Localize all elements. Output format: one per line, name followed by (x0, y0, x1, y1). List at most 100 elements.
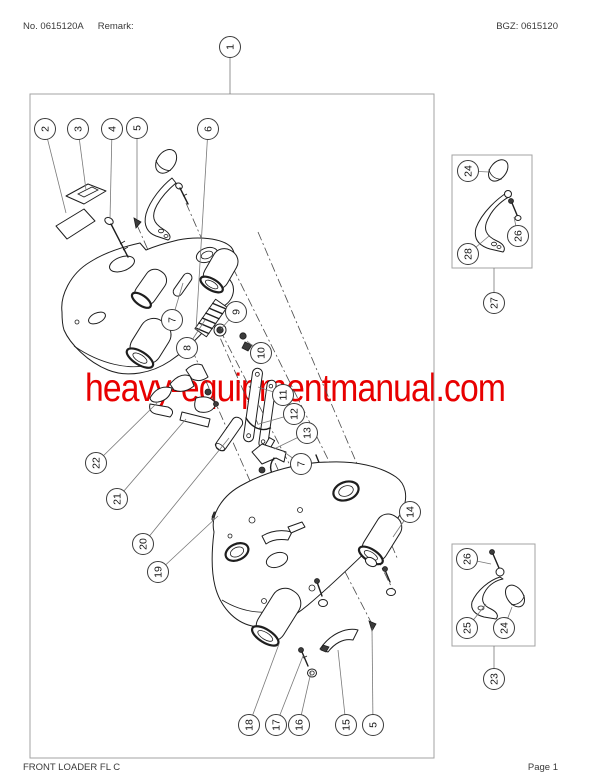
part-spring (194, 298, 228, 338)
leader-line-19 (157, 515, 219, 573)
svg-text:7: 7 (296, 461, 308, 467)
svg-text:19: 19 (153, 566, 165, 578)
part-shim-plate (55, 208, 96, 240)
svg-text:14: 14 (405, 506, 417, 518)
part-lever-flat (179, 411, 211, 428)
callout-5: 5 (126, 117, 148, 139)
callout-23: 23 (483, 668, 505, 690)
part-setscrew-top (133, 217, 142, 229)
leader-line-5 (371, 627, 374, 726)
svg-text:21: 21 (112, 493, 124, 505)
leader-line-2 (44, 128, 67, 214)
svg-text:17: 17 (271, 719, 283, 731)
bgz-number: BGZ: 0615120 (496, 21, 558, 32)
footer-page-number: Page 1 (527, 762, 558, 773)
remark-label: Remark: (97, 21, 134, 32)
callout-7: 7 (290, 453, 312, 475)
svg-text:25: 25 (462, 622, 474, 634)
callout-15: 15 (335, 714, 357, 736)
svg-text:13: 13 (302, 427, 314, 439)
callout-18: 18 (238, 714, 260, 736)
part-bolt-washer-a (314, 578, 328, 607)
part-bushing-upper (130, 268, 168, 309)
svg-text:5: 5 (132, 125, 144, 131)
callout-17: 17 (265, 714, 287, 736)
subassembly-box-bottom (451, 543, 536, 647)
svg-text:28: 28 (463, 248, 475, 260)
part-bolt-long (104, 216, 129, 258)
callout-12: 12 (283, 403, 305, 425)
part-screw-17 (298, 647, 309, 667)
callout-1: 1 (219, 36, 241, 58)
callout-24: 24 (493, 617, 515, 639)
part-pivot-pin (214, 416, 244, 452)
leader-line-20 (142, 437, 230, 545)
svg-text:16: 16 (294, 719, 306, 731)
subassembly-box-top (451, 154, 533, 269)
svg-text:4: 4 (107, 126, 119, 132)
svg-text:15: 15 (341, 719, 353, 731)
callout-4: 4 (101, 118, 123, 140)
subassembly-handle-top (474, 159, 522, 253)
callout-7: 7 (161, 309, 183, 331)
part-pin-right (357, 513, 403, 568)
diagram-border (29, 93, 435, 759)
svg-text:1: 1 (225, 44, 237, 50)
svg-text:27: 27 (489, 297, 501, 309)
callout-25: 25 (456, 617, 478, 639)
part-nut-16 (307, 668, 317, 678)
svg-text:3: 3 (73, 126, 85, 132)
part-bolt-washer-b (382, 566, 396, 596)
callout-26: 26 (507, 225, 529, 247)
callout-8: 8 (176, 337, 198, 359)
svg-text:9: 9 (231, 309, 243, 315)
callout-26: 26 (456, 548, 478, 570)
callout-21: 21 (106, 488, 128, 510)
svg-text:22: 22 (91, 457, 103, 469)
callout-22: 22 (85, 452, 107, 474)
svg-text:8: 8 (182, 345, 194, 351)
leader-line-4 (109, 128, 113, 220)
svg-text:10: 10 (256, 347, 268, 359)
leader-line-18 (248, 643, 280, 726)
svg-text:24: 24 (499, 622, 511, 634)
part-screw-handle (175, 182, 189, 205)
svg-text:18: 18 (244, 719, 256, 731)
part-latch-cluster (149, 363, 219, 428)
leader-line-21 (116, 418, 187, 500)
footer-model: FRONT LOADER FL C (23, 762, 121, 773)
svg-text:2: 2 (40, 126, 52, 132)
svg-text:12: 12 (289, 408, 301, 420)
part-bushing-large (125, 317, 172, 369)
part-bushing-right (199, 248, 239, 294)
callout-20: 20 (132, 533, 154, 555)
callout-13: 13 (296, 422, 318, 444)
part-wedge (319, 628, 359, 653)
callout-9: 9 (225, 301, 247, 323)
svg-text:11: 11 (278, 389, 290, 400)
part-shim-slotted (65, 183, 107, 205)
callout-5: 5 (362, 714, 384, 736)
part-handle-lever (144, 149, 178, 241)
svg-text:26: 26 (513, 230, 525, 242)
leader-line-15 (337, 649, 347, 726)
callout-16: 16 (288, 714, 310, 736)
leader-line-6 (195, 128, 209, 331)
subassembly-handle-bottom (471, 549, 526, 620)
header-left: No. 0615120A Remark: (23, 21, 134, 32)
svg-text:23: 23 (489, 673, 501, 685)
svg-text:6: 6 (203, 126, 215, 132)
document-number: No. 0615120A (23, 21, 84, 32)
callout-14: 14 (399, 501, 421, 523)
part-ball-and-seat (239, 332, 253, 352)
callout-10: 10 (250, 342, 272, 364)
callout-27: 27 (483, 292, 505, 314)
watermark: heavy-equipmentmanual.com (85, 367, 505, 410)
leader-line-17 (275, 655, 304, 726)
svg-text:26: 26 (462, 553, 474, 565)
svg-text:5: 5 (368, 722, 380, 728)
callout-24: 24 (457, 160, 479, 182)
